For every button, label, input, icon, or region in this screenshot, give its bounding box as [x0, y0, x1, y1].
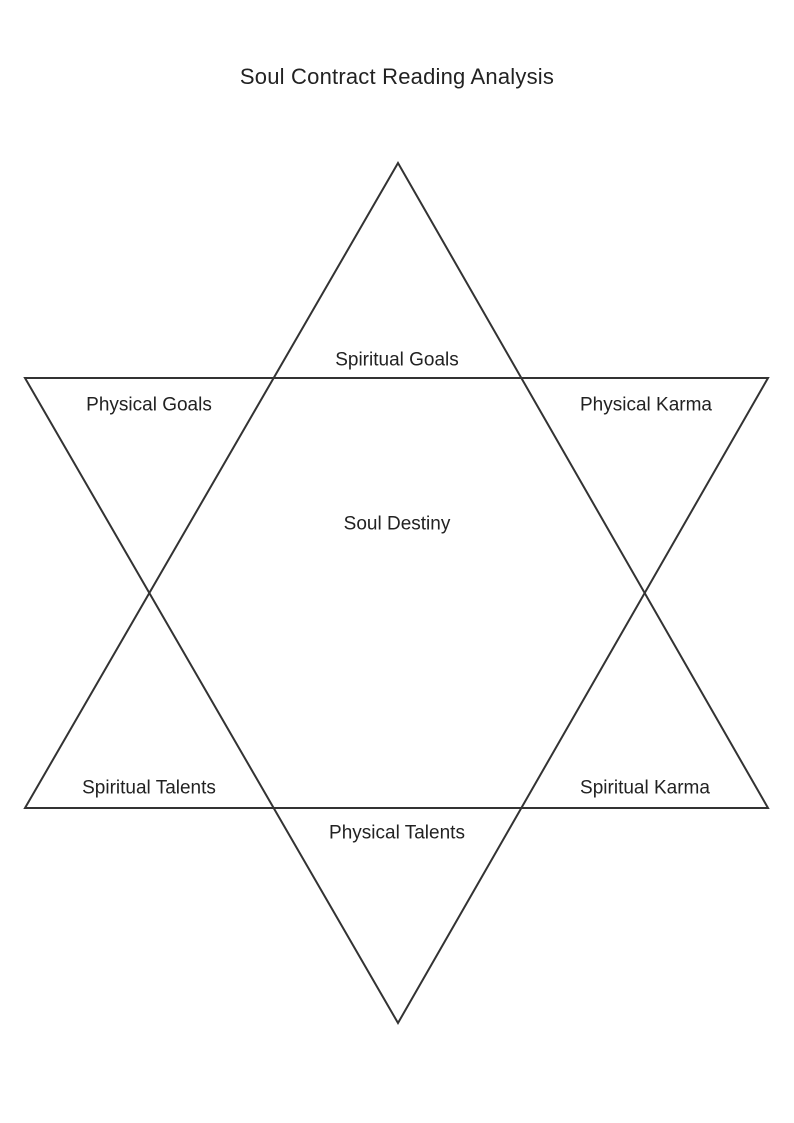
label-spiritual-karma: Spiritual Karma [580, 777, 710, 799]
upward-triangle [23, 160, 770, 809]
downward-triangle [23, 377, 770, 1026]
label-physical-goals: Physical Goals [86, 394, 212, 416]
diagram-title: Soul Contract Reading Analysis [239, 64, 555, 89]
label-physical-karma: Physical Karma [580, 394, 712, 416]
label-physical-talents: Physical Talents [329, 822, 465, 844]
label-spiritual-talents: Spiritual Talents [82, 777, 216, 799]
label-soul-destiny: Soul Destiny [343, 513, 451, 535]
label-spiritual-goals: Spiritual Goals [335, 349, 459, 371]
